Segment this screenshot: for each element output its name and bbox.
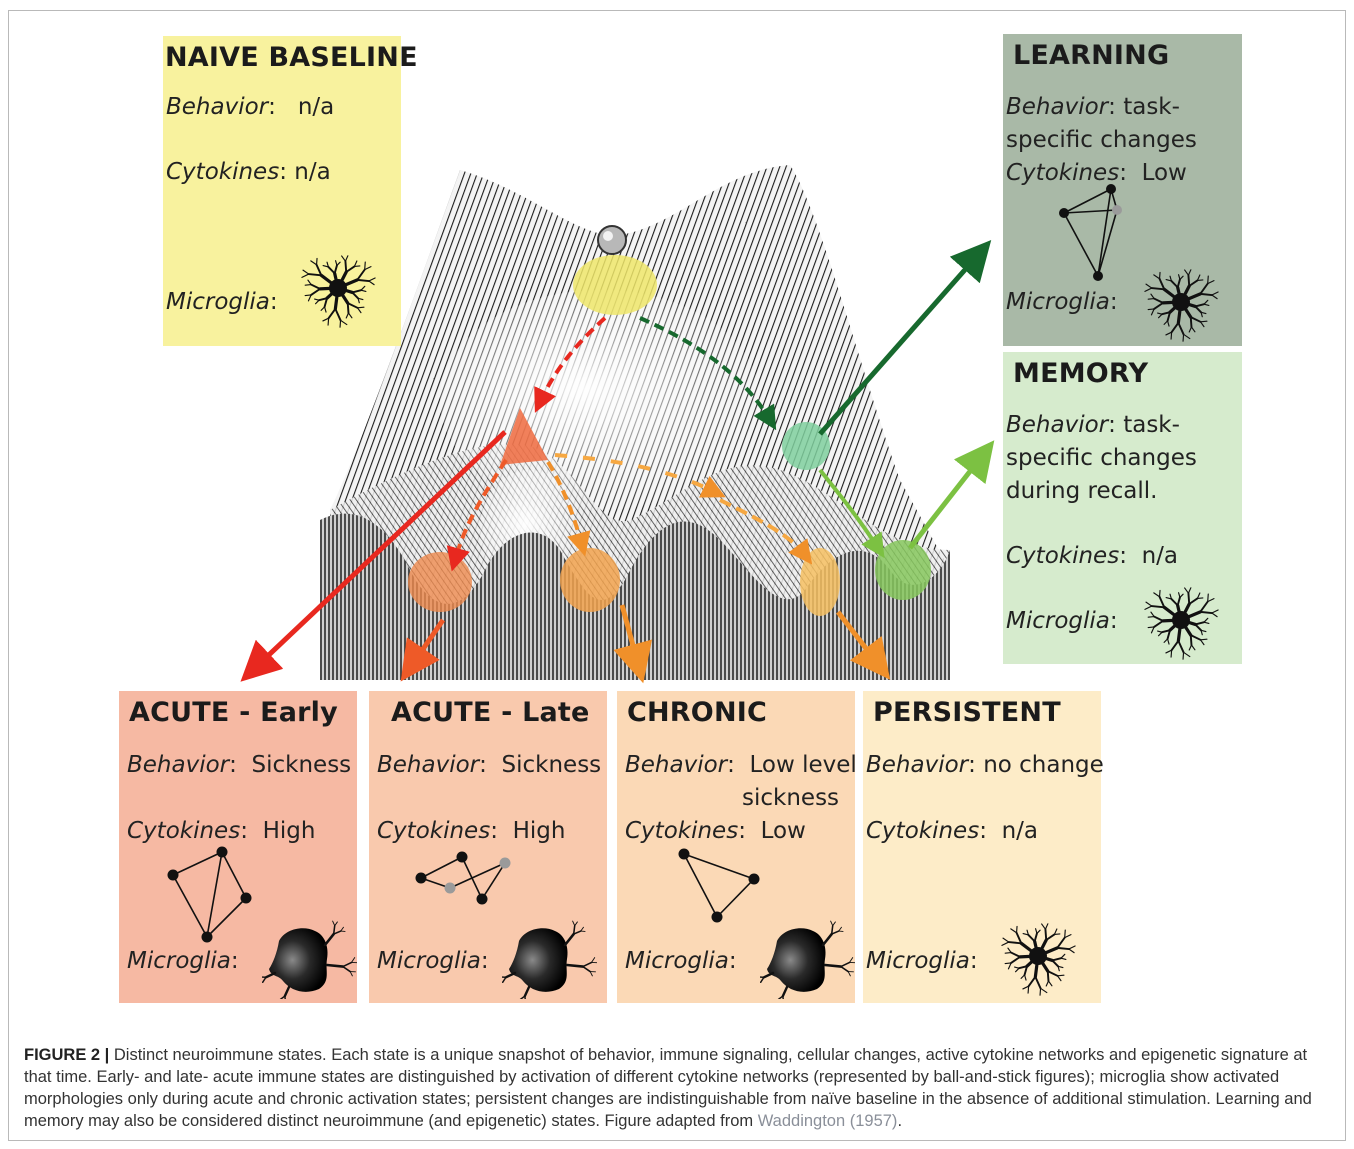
acute-late-box: ACUTE - Late Behavior: Sickness Cytokine…	[369, 691, 607, 1003]
caption-reference-link[interactable]: Waddington (1957)	[758, 1112, 898, 1130]
memory-blob	[875, 540, 931, 600]
memory-behavior-row: Behavior: task-	[1006, 409, 1180, 442]
memory-microglia-row: Microglia:	[1006, 605, 1118, 638]
persistent-microglia-row: Microglia:	[866, 945, 978, 978]
cytokine-network-icon	[164, 843, 259, 943]
ramified-microglia-icon	[298, 248, 378, 328]
naive-state-blob	[573, 255, 657, 315]
amoeboid-microglia-icon	[262, 919, 357, 999]
chronic-title: CHRONIC	[627, 697, 845, 729]
learning-microglia-row: Microglia:	[1006, 286, 1118, 319]
memory-box: MEMORY Behavior: task- specific changes …	[1003, 352, 1242, 664]
chronic-box: CHRONIC Behavior: Low level sickness Cyt…	[617, 691, 855, 1003]
persistent-blob	[800, 548, 840, 616]
memory-behavior-row-3: during recall.	[1006, 475, 1157, 508]
acute-late-microglia-row: Microglia:	[377, 945, 489, 978]
learning-behavior-row: Behavior: task-	[1006, 91, 1180, 124]
ramified-microglia-icon	[998, 916, 1078, 996]
ramified-microglia-icon	[1141, 262, 1221, 342]
acute-late-blob	[408, 552, 472, 612]
memory-cytokines-row: Cytokines: n/a	[1006, 540, 1178, 573]
amoeboid-microglia-icon	[502, 919, 597, 999]
acute-early-box: ACUTE - Early Behavior: Sickness Cytokin…	[119, 691, 357, 1003]
amoeboid-microglia-icon	[760, 919, 855, 999]
chronic-behavior-row: Behavior: Low level	[625, 749, 857, 782]
chronic-blob	[560, 548, 620, 612]
learning-title: LEARNING	[1013, 40, 1232, 72]
ramified-microglia-icon	[1141, 580, 1221, 660]
naive-baseline-title: NAIVE BASELINE	[165, 42, 391, 74]
chronic-microglia-row: Microglia:	[625, 945, 737, 978]
learning-box: LEARNING Behavior: task- specific change…	[1003, 34, 1242, 346]
persistent-box: PERSISTENT Behavior: no change Cytokines…	[863, 691, 1101, 1003]
acute-early-microglia-row: Microglia:	[127, 945, 239, 978]
persistent-behavior-row: Behavior: no change	[866, 749, 1104, 782]
acute-early-title: ACUTE - Early	[129, 697, 347, 729]
naive-behavior-row: Behavior: n/a	[166, 91, 334, 124]
acute-early-behavior-row: Behavior: Sickness	[127, 749, 351, 782]
chronic-behavior-row-2: sickness	[742, 782, 839, 815]
acute-late-behavior-row: Behavior: Sickness	[377, 749, 601, 782]
caption-label: FIGURE 2 |	[24, 1046, 109, 1064]
cytokine-network-icon	[413, 849, 518, 914]
naive-cytokines-row: Cytokines: n/a	[166, 156, 331, 189]
memory-behavior-row-2: specific changes	[1006, 442, 1197, 475]
figure-caption: FIGURE 2 | Distinct neuroimmune states. …	[24, 1044, 1330, 1132]
caption-text: Distinct neuroimmune states. Each state …	[24, 1046, 1312, 1130]
memory-title: MEMORY	[1013, 358, 1232, 390]
chronic-cytokines-row: Cytokines: Low	[625, 815, 806, 848]
naive-microglia-row: Microglia:	[166, 286, 278, 319]
acute-late-cytokines-row: Cytokines: High	[377, 815, 565, 848]
naive-baseline-box: NAIVE BASELINE Behavior: n/a Cytokines: …	[163, 36, 401, 346]
acute-late-title: ACUTE - Late	[379, 697, 597, 729]
persistent-title: PERSISTENT	[873, 697, 1091, 729]
cytokine-network-icon	[1053, 184, 1133, 284]
cytokine-network-icon	[675, 846, 760, 926]
persistent-cytokines-row: Cytokines: n/a	[866, 815, 1038, 848]
acute-early-blob	[500, 408, 548, 465]
learning-behavior-row-2: specific changes	[1006, 124, 1197, 157]
